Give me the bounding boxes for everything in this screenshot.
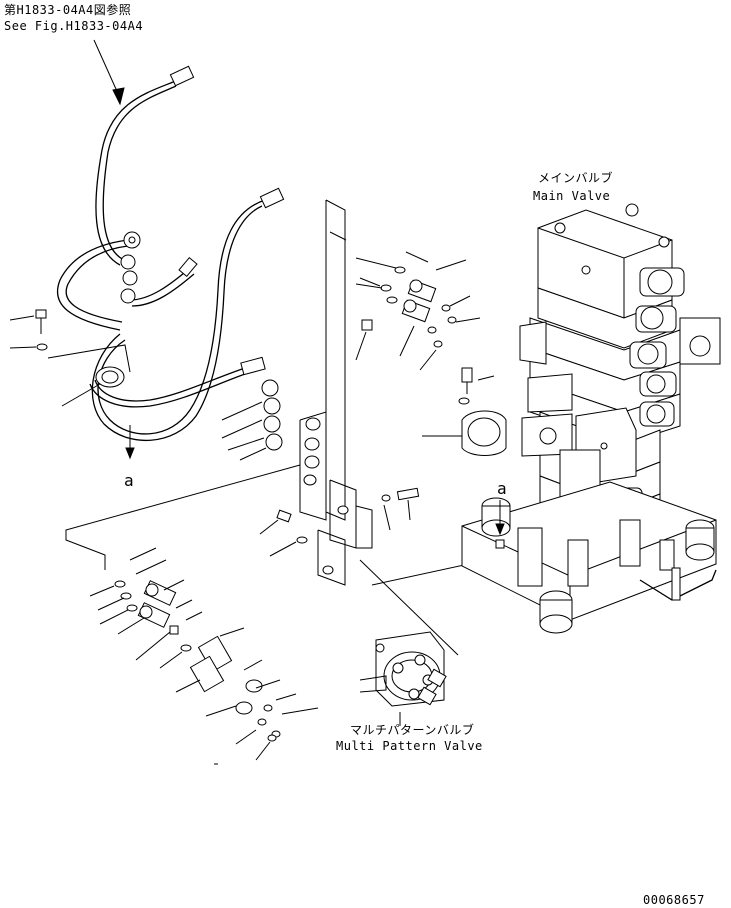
reference-label-en: See Fig.H1833-04A4 <box>4 19 143 33</box>
mark-a-right: a <box>497 479 507 498</box>
washer-left <box>9 343 48 351</box>
multi-pattern-valve <box>359 631 447 726</box>
bracket-bolt <box>381 487 420 531</box>
pressure-sensor-group-top <box>355 251 481 371</box>
drawing-number: 00068657 <box>643 893 705 907</box>
adapter-stack <box>221 379 283 461</box>
mounting-bracket <box>299 199 373 586</box>
multi-valve-label-ja: マルチパターンバルブ <box>350 722 474 737</box>
lower-parts-group <box>89 547 319 765</box>
reference-label-ja: 第H1833-04A4図参照 <box>4 2 131 17</box>
arrow-to-a-right <box>495 500 505 536</box>
main-valve <box>519 203 721 541</box>
main-valve-label-ja: メインバルブ <box>538 170 613 185</box>
arrow-to-a-left <box>125 425 135 460</box>
hose-fitting <box>120 65 285 376</box>
bolt-left <box>9 309 47 334</box>
mark-a-left: a <box>124 471 134 490</box>
bracket-bolt-left <box>259 509 308 557</box>
assembly-outline <box>65 464 511 656</box>
hose-assembly <box>56 65 285 442</box>
multi-valve-label-en: Multi Pattern Valve <box>336 739 483 753</box>
reference-arrow <box>93 39 125 106</box>
hose-clamp <box>47 344 131 407</box>
valve-base-plate <box>461 481 717 634</box>
main-valve-label-en: Main Valve <box>533 189 610 203</box>
cover-plate <box>422 367 507 456</box>
